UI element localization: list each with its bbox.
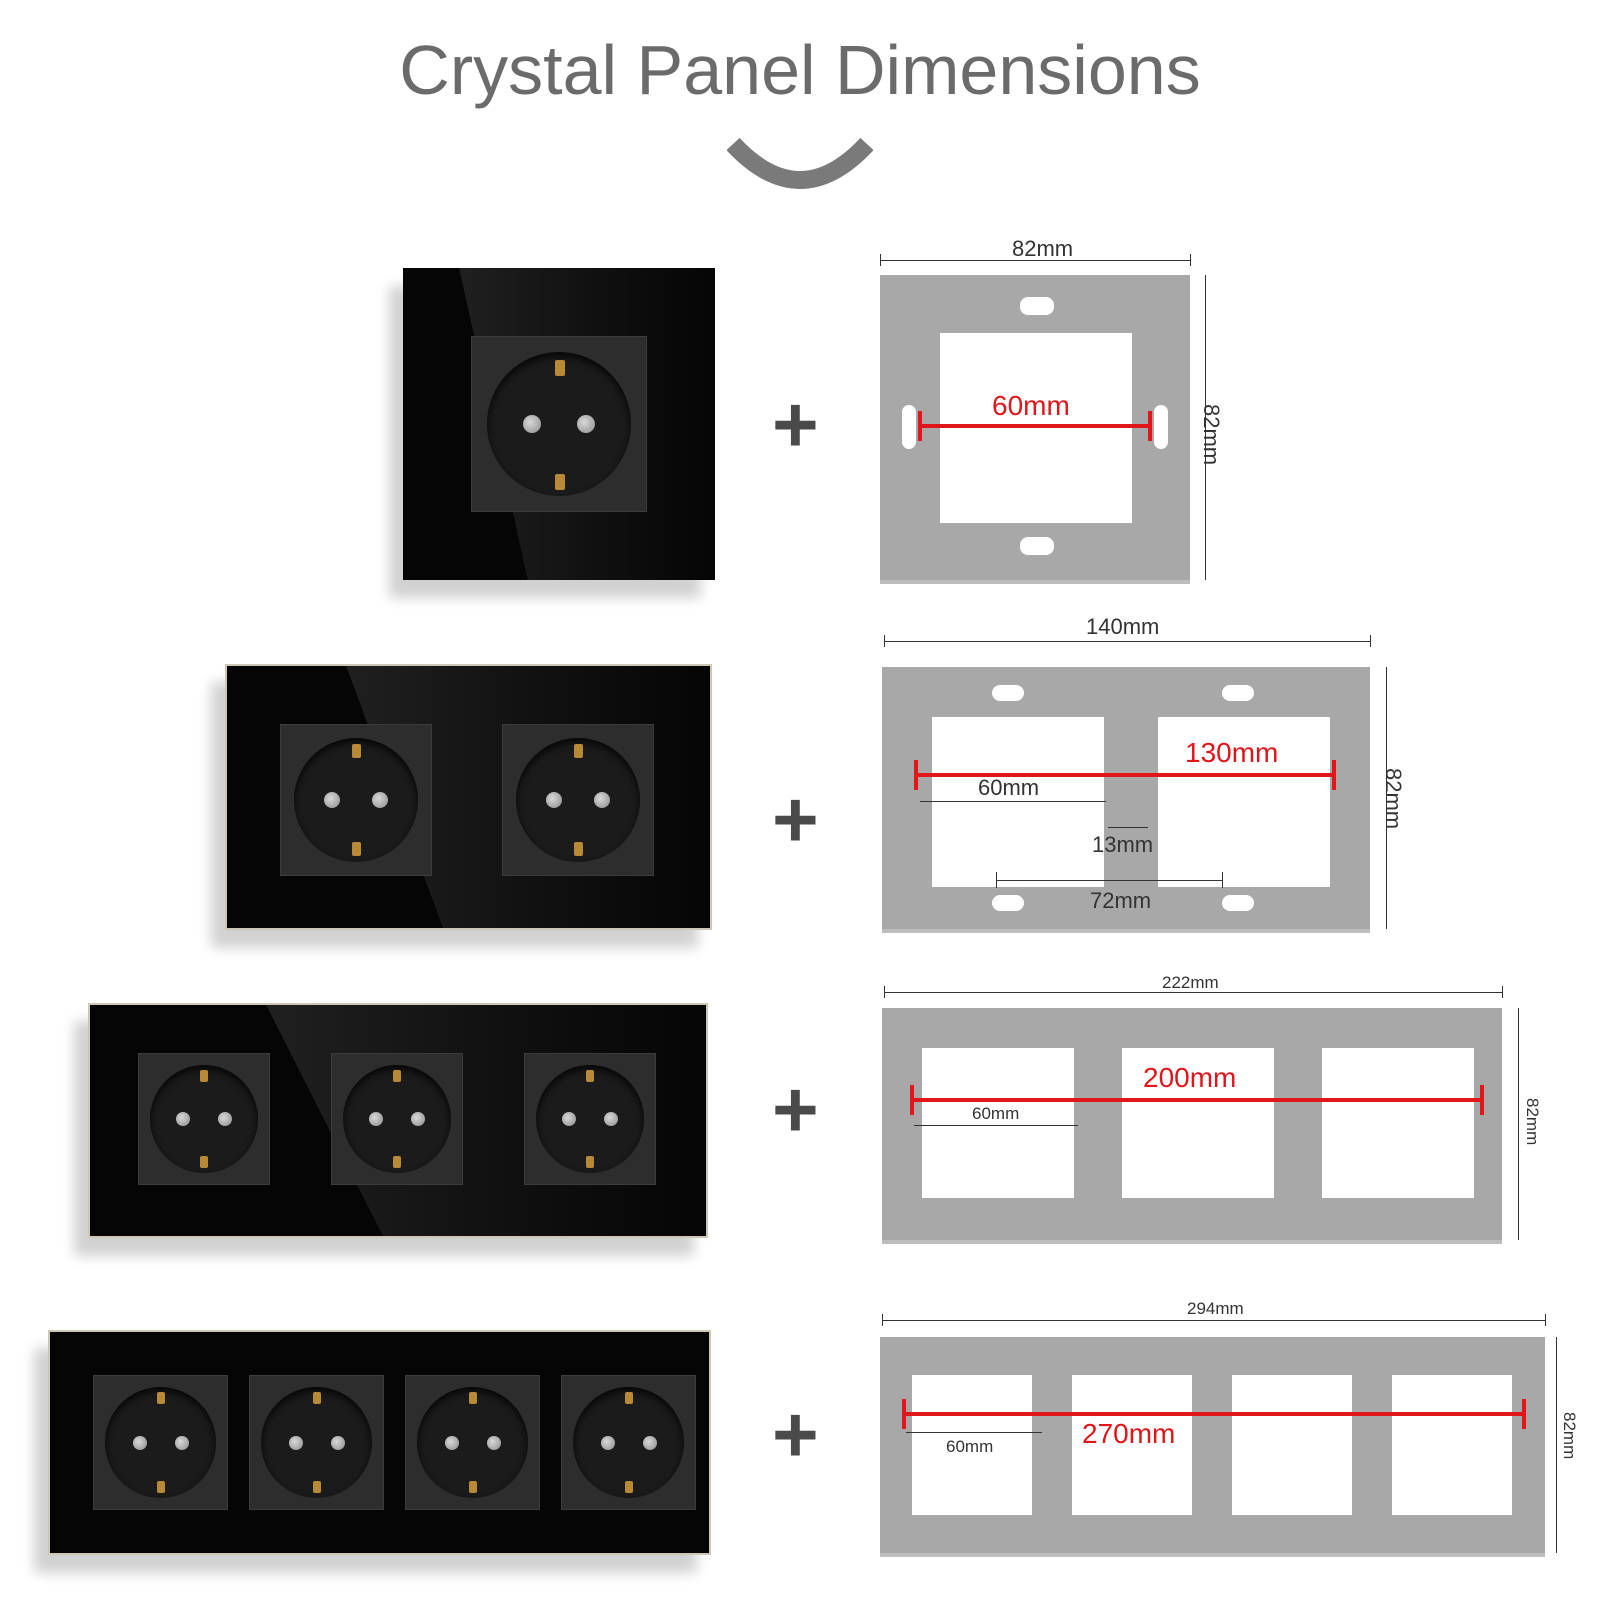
inner-width-label: 270mm bbox=[1082, 1418, 1176, 1449]
plus-sign: + bbox=[772, 1065, 819, 1154]
plus-sign: + bbox=[772, 380, 819, 469]
module-width-label: 60mm bbox=[978, 775, 1040, 800]
height-label: 82mm bbox=[1199, 404, 1224, 466]
width-label: 140mm bbox=[1086, 614, 1160, 639]
inner-width-label: 200mm bbox=[1143, 1062, 1237, 1093]
plus-sign: + bbox=[772, 775, 819, 864]
mounting-frame-4 bbox=[880, 1337, 1545, 1553]
height-label: 82mm bbox=[1381, 768, 1406, 830]
socket bbox=[502, 724, 654, 876]
mounting-frame-3 bbox=[882, 1008, 1502, 1240]
width-label: 82mm bbox=[1012, 236, 1074, 261]
gap-label: 13mm bbox=[1092, 832, 1154, 857]
socket bbox=[561, 1375, 696, 1510]
panel-1-gang bbox=[403, 268, 715, 580]
module-width-label: 60mm bbox=[972, 1104, 1020, 1123]
panel-4-gang bbox=[48, 1330, 711, 1555]
socket bbox=[471, 336, 647, 512]
socket bbox=[524, 1053, 656, 1185]
panel-2-gang bbox=[225, 664, 712, 930]
socket bbox=[138, 1053, 270, 1185]
inner-width-label: 130mm bbox=[1185, 737, 1279, 768]
module-width-label: 60mm bbox=[946, 1437, 994, 1456]
pitch-label: 72mm bbox=[1090, 888, 1152, 913]
width-label: 222mm bbox=[1162, 973, 1219, 992]
inner-width-label: 60mm bbox=[992, 390, 1070, 421]
socket bbox=[331, 1053, 463, 1185]
height-label: 82mm bbox=[1523, 1098, 1542, 1146]
height-label: 82mm bbox=[1560, 1412, 1579, 1460]
width-label: 294mm bbox=[1187, 1299, 1244, 1318]
decorative-arc-icon bbox=[727, 137, 873, 189]
socket bbox=[93, 1375, 228, 1510]
socket bbox=[280, 724, 432, 876]
panel-3-gang bbox=[88, 1003, 708, 1238]
plus-sign: + bbox=[772, 1390, 819, 1479]
mounting-frame-2 bbox=[882, 667, 1370, 929]
page-title: Crystal Panel Dimensions bbox=[399, 31, 1201, 109]
socket bbox=[249, 1375, 384, 1510]
socket bbox=[405, 1375, 540, 1510]
